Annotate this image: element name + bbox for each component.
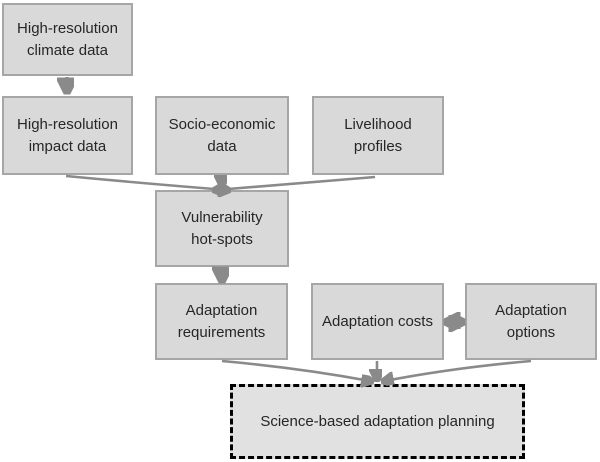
node-livelihood-profiles: Livelihood profiles (312, 96, 444, 175)
arrow-requirements-to-planning (221, 359, 370, 381)
node-label: Vulnerability (181, 208, 263, 226)
node-socio-economic-data: Socio-economic data (155, 96, 289, 175)
node-label: profiles (353, 137, 403, 155)
node-high-resolution-climate-data: High-resolution climate data (2, 3, 133, 76)
node-science-based-adaptation-planning: Science-based adaptation planning (230, 384, 525, 459)
arrow-livelihood-to-vulnerability (216, 175, 376, 190)
node-vulnerability-hot-spots: Vulnerability hot-spots (155, 190, 289, 267)
node-label: Socio-economic (168, 115, 276, 133)
node-label: Adaptation costs (322, 312, 433, 330)
node-adaptation-options: Adaptation options (465, 283, 597, 360)
node-label: Adaptation (495, 301, 567, 319)
arrow-options-to-planning (385, 359, 532, 381)
node-label: Science-based adaptation planning (260, 412, 495, 430)
node-label: data (207, 137, 237, 155)
node-label: impact data (28, 137, 107, 155)
node-label: Livelihood (344, 115, 412, 133)
node-label: options (506, 323, 556, 341)
node-adaptation-requirements: Adaptation requirements (155, 283, 288, 360)
node-label: hot-spots (191, 230, 253, 248)
node-adaptation-costs: Adaptation costs (311, 283, 444, 360)
node-label: Adaptation (185, 301, 258, 319)
node-label: High-resolution (17, 19, 118, 37)
node-label: requirements (177, 323, 266, 341)
node-label: climate data (27, 41, 108, 59)
node-label: High-resolution (17, 115, 118, 133)
node-high-resolution-impact-data: High-resolution impact data (2, 96, 133, 175)
arrow-impact-to-vulnerability (65, 174, 227, 190)
